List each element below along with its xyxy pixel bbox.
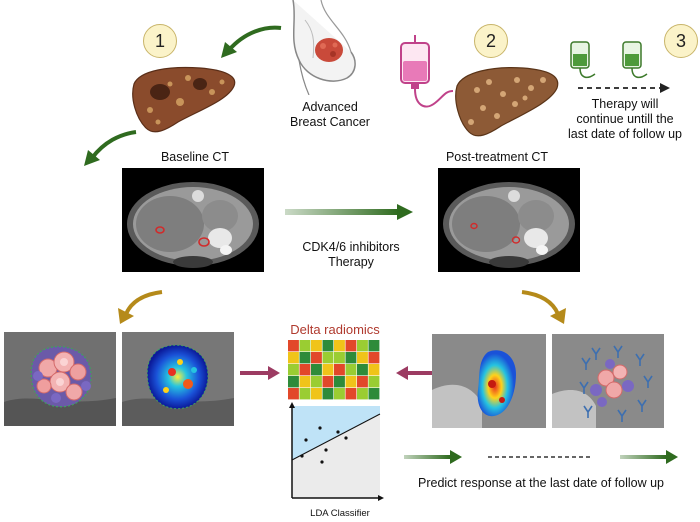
lda-point [336,430,340,434]
radiomics-heatmap [288,340,380,400]
lda-classifier-label: LDA Classifier [310,508,370,519]
step-3-number: 3 [675,30,686,51]
arrow-baseline-to-features [118,290,163,324]
heatmap-cell [311,340,322,352]
lda-point [318,426,322,430]
heatmap-cell [311,376,322,388]
step-3-badge: 3 [664,24,698,58]
predict-response-label: Predict response at the last date of fol… [418,476,664,490]
predict-arrow-right [620,450,678,464]
heatmap-cell [299,352,311,364]
heatmap-cell [334,352,345,364]
heatmap-cell [357,364,368,376]
post-heatmap-panel [432,334,546,428]
arrow-liver-to-baseline [84,130,137,166]
baseline-segmentation-panel [4,332,116,426]
heatmap-cell [311,388,322,400]
heatmap-cell [288,340,299,352]
lda-point [324,448,328,452]
heatmap-cell [299,388,311,400]
therapy-label-line-2: Therapy [328,255,374,269]
lda-point [304,438,308,442]
heatmap-cell [322,352,334,364]
heatmap-cell [322,376,334,388]
step-1-number: 1 [154,30,165,51]
heatmap-cell [288,364,299,376]
heatmap-cell [368,388,380,400]
heatmap-cell [357,340,368,352]
iv-bag-icon [622,41,648,79]
heatmap-cell [334,388,345,400]
delta-radiomics-title: Delta radiomics [290,322,380,337]
heatmap-cell [322,364,334,376]
lda-point [320,460,324,464]
step-2-badge: 2 [474,24,508,58]
liver-icon [455,67,559,137]
predict-dashed-line [488,456,592,458]
baseline-heatmap-panel [122,332,234,426]
breast-icon [292,0,356,95]
post-treatment-ct-image [438,168,580,272]
heatmap-cell [345,352,357,364]
dashed-arrow [578,83,670,93]
heatmap-cell [299,376,311,388]
therapy-arrow [285,204,413,220]
heatmap-cell [334,364,345,376]
disease-label-line-2: Breast Cancer [290,115,370,129]
heatmap-cell [357,376,368,388]
lda-point [300,454,304,458]
heatmap-cell [322,340,334,352]
iv-bag-icon [570,41,596,79]
arrow-post-to-radiomics [396,366,436,380]
heatmap-cell [299,364,311,376]
lda-classifier-plot [289,402,384,501]
baseline-ct-image [122,168,264,272]
heatmap-cell [357,388,368,400]
heatmap-cell [288,376,299,388]
heatmap-cell [345,388,357,400]
predict-arrow-left [404,450,462,464]
heatmap-cell [311,364,322,376]
heatmap-cell [311,352,322,364]
liver-icon [132,66,236,133]
heatmap-cell [288,352,299,364]
heatmap-cell [345,340,357,352]
step-1-badge: 1 [143,24,177,58]
iv-bag-icon [400,35,454,108]
heatmap-cell [345,376,357,388]
arrow-baseline-to-radiomics [240,366,280,380]
heatmap-cell [368,364,380,376]
heatmap-cell [334,340,345,352]
arrow-post-to-features [521,290,566,324]
continue-label-line-3: last date of follow up [568,127,682,141]
heatmap-cell [322,388,334,400]
heatmap-cell [357,352,368,364]
heatmap-cell [334,376,345,388]
disease-label-line-1: Advanced [302,100,358,114]
step-2-number: 2 [485,30,496,51]
heatmap-cell [368,340,380,352]
heatmap-cell [368,352,380,364]
heatmap-cell [345,364,357,376]
continue-label: Therapy will continue untill the last da… [565,97,685,142]
post-treatment-ct-label: Post-treatment CT [445,150,549,164]
therapy-label: CDK4/6 inhibitors Therapy [286,240,416,270]
continue-label-line-1: Therapy will [591,97,659,111]
continue-label-line-2: continue untill the [576,112,674,126]
post-segmentation-panel [552,334,664,428]
arrow-breast-to-liver [221,25,282,58]
baseline-ct-label: Baseline CT [160,150,230,164]
lda-point [344,436,348,440]
heatmap-cell [299,340,311,352]
heatmap-cell [368,376,380,388]
heatmap-cell [288,388,299,400]
therapy-label-line-1: CDK4/6 inhibitors [302,240,400,254]
disease-label: Advanced Breast Cancer [285,100,375,130]
